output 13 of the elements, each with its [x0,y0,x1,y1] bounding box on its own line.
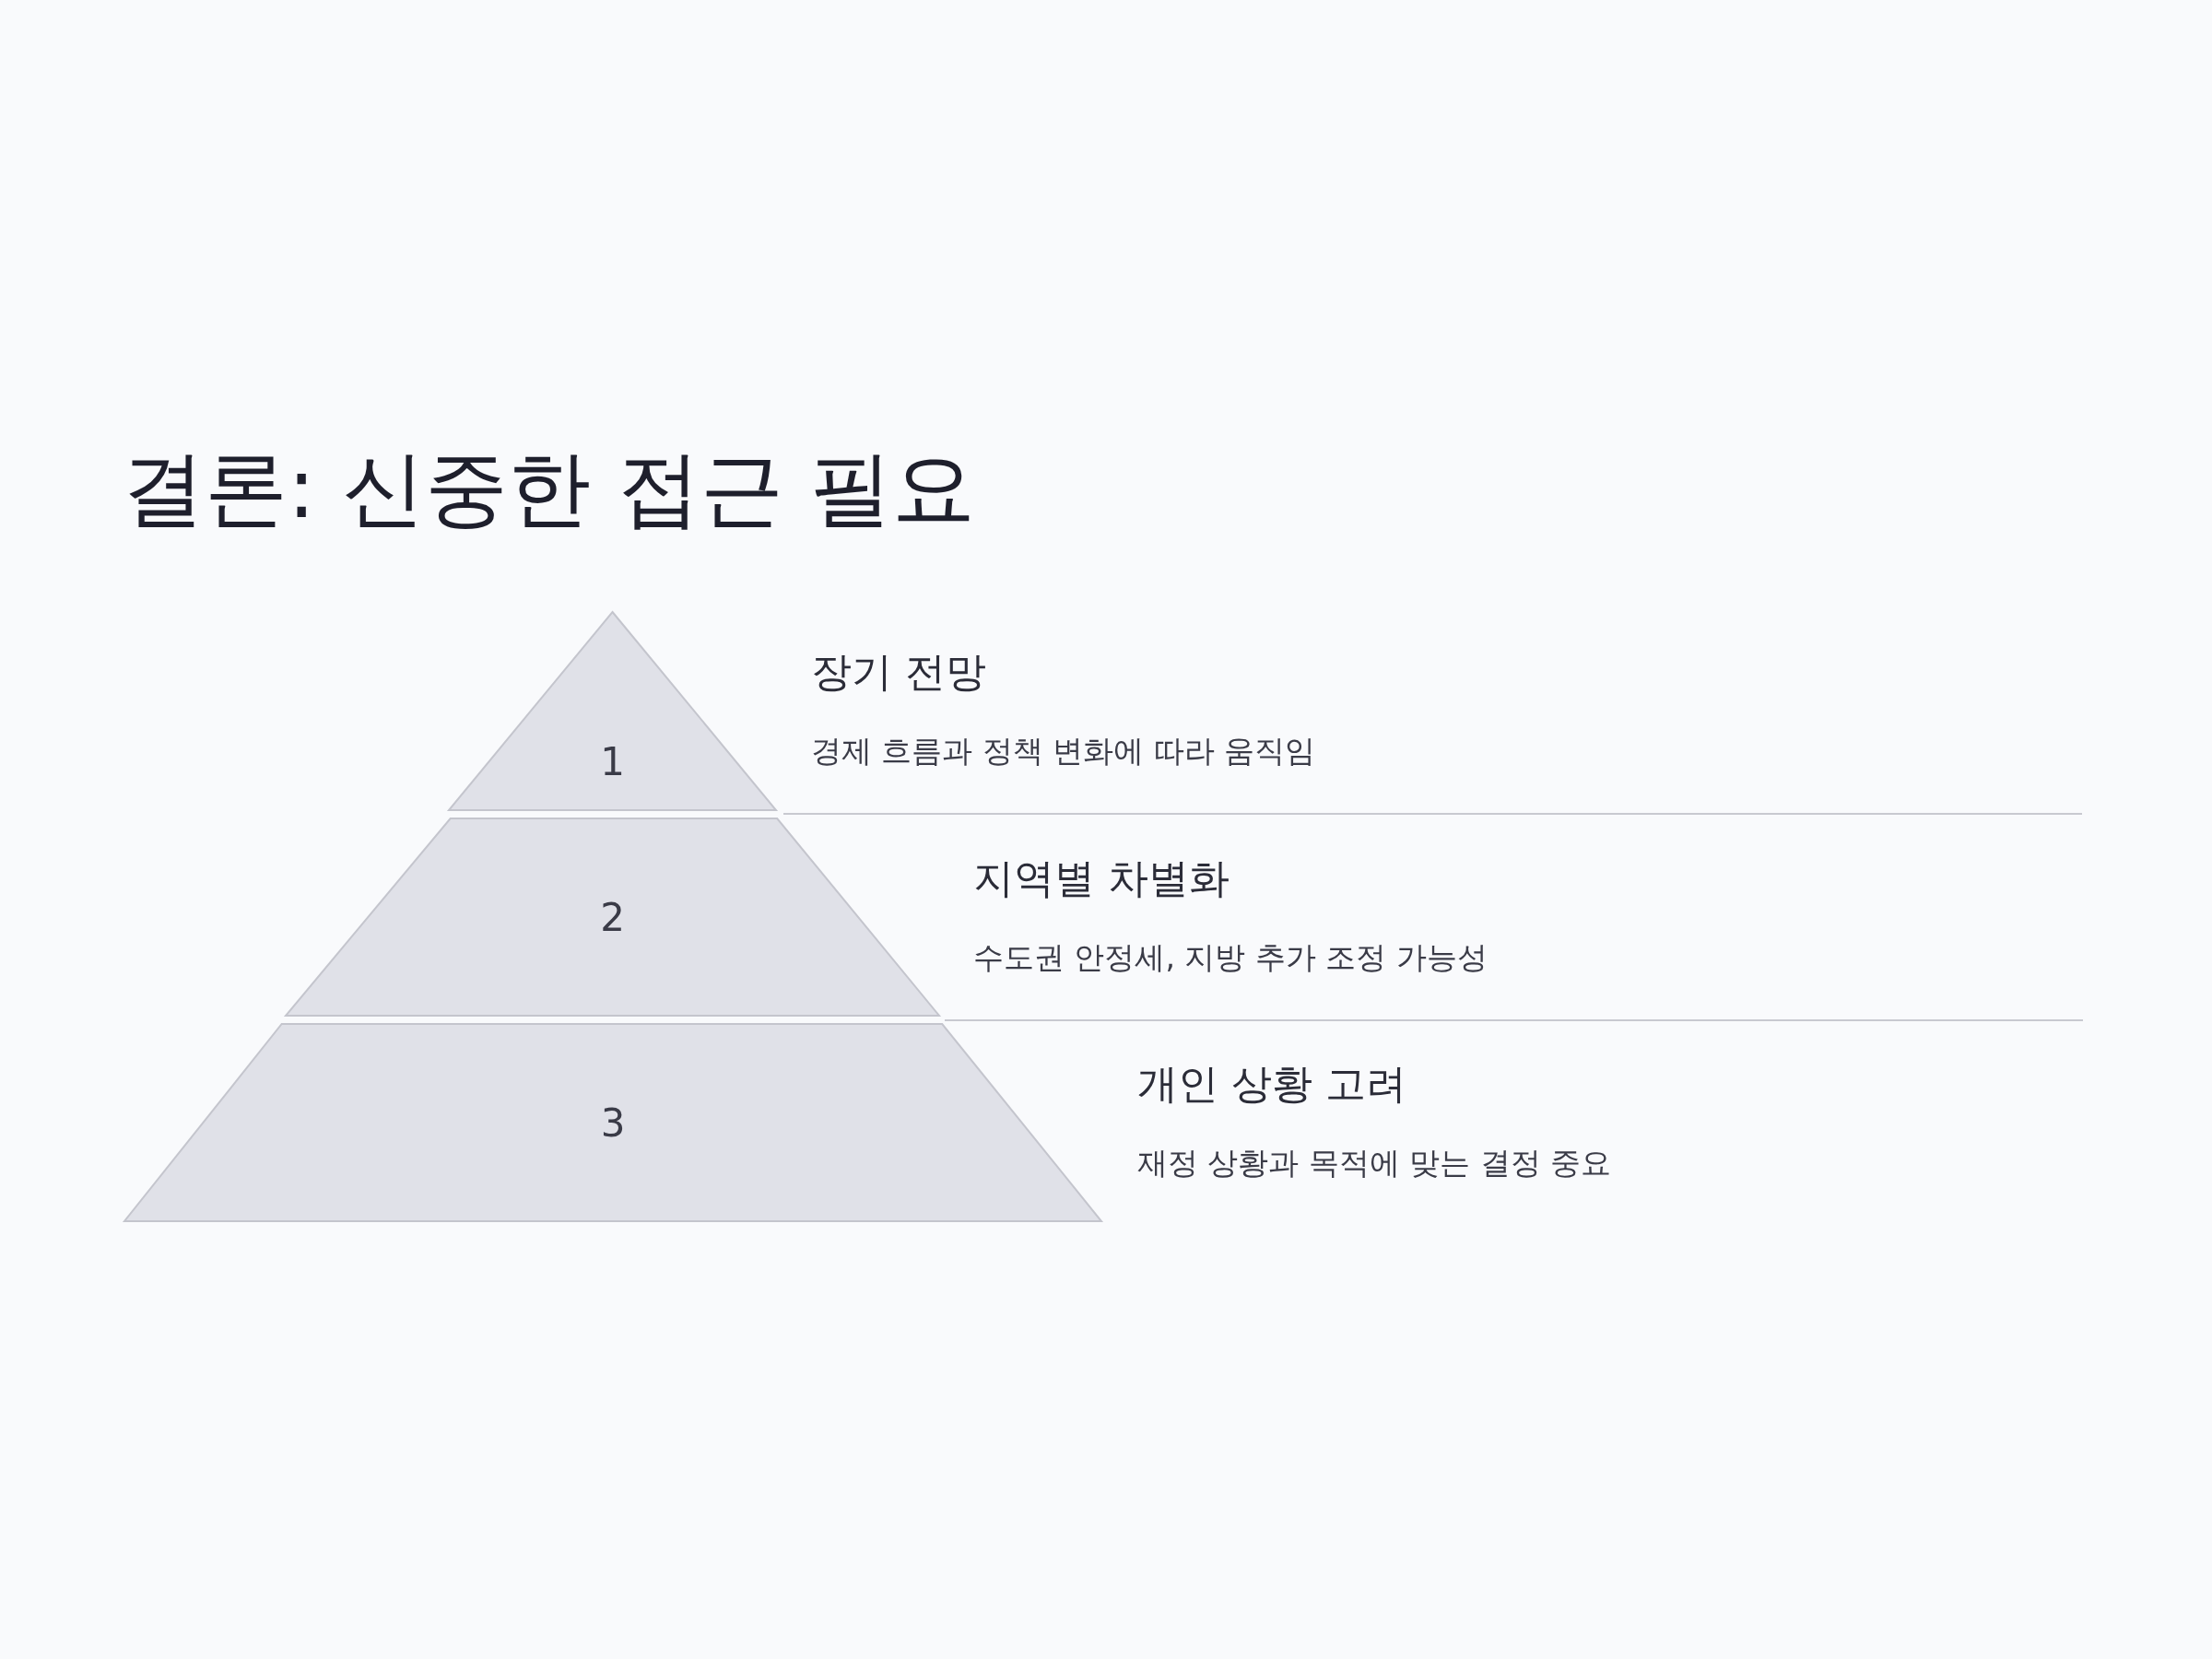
tier-heading: 장기 전망 [811,647,987,697]
pyramid-tier [286,818,939,1016]
tier-number: 1 [600,739,625,784]
tier-description: 경제 흐름과 정책 변화에 따라 움직임 [811,732,1316,771]
tier-description: 수도권 안정세, 지방 추가 조정 가능성 [973,938,1488,977]
tier-heading: 개인 상황 고려 [1137,1059,1407,1109]
slide-title: 결론: 신중한 접근 필요 [122,439,976,538]
tier-number: 2 [600,894,625,940]
tier-heading: 지역별 차별화 [973,853,1230,903]
tier-number: 3 [600,1100,626,1146]
tier-description: 재정 상황과 목적에 맞는 결정 중요 [1137,1144,1612,1182]
pyramid-tier [449,612,776,810]
pyramid-tier [124,1024,1101,1221]
